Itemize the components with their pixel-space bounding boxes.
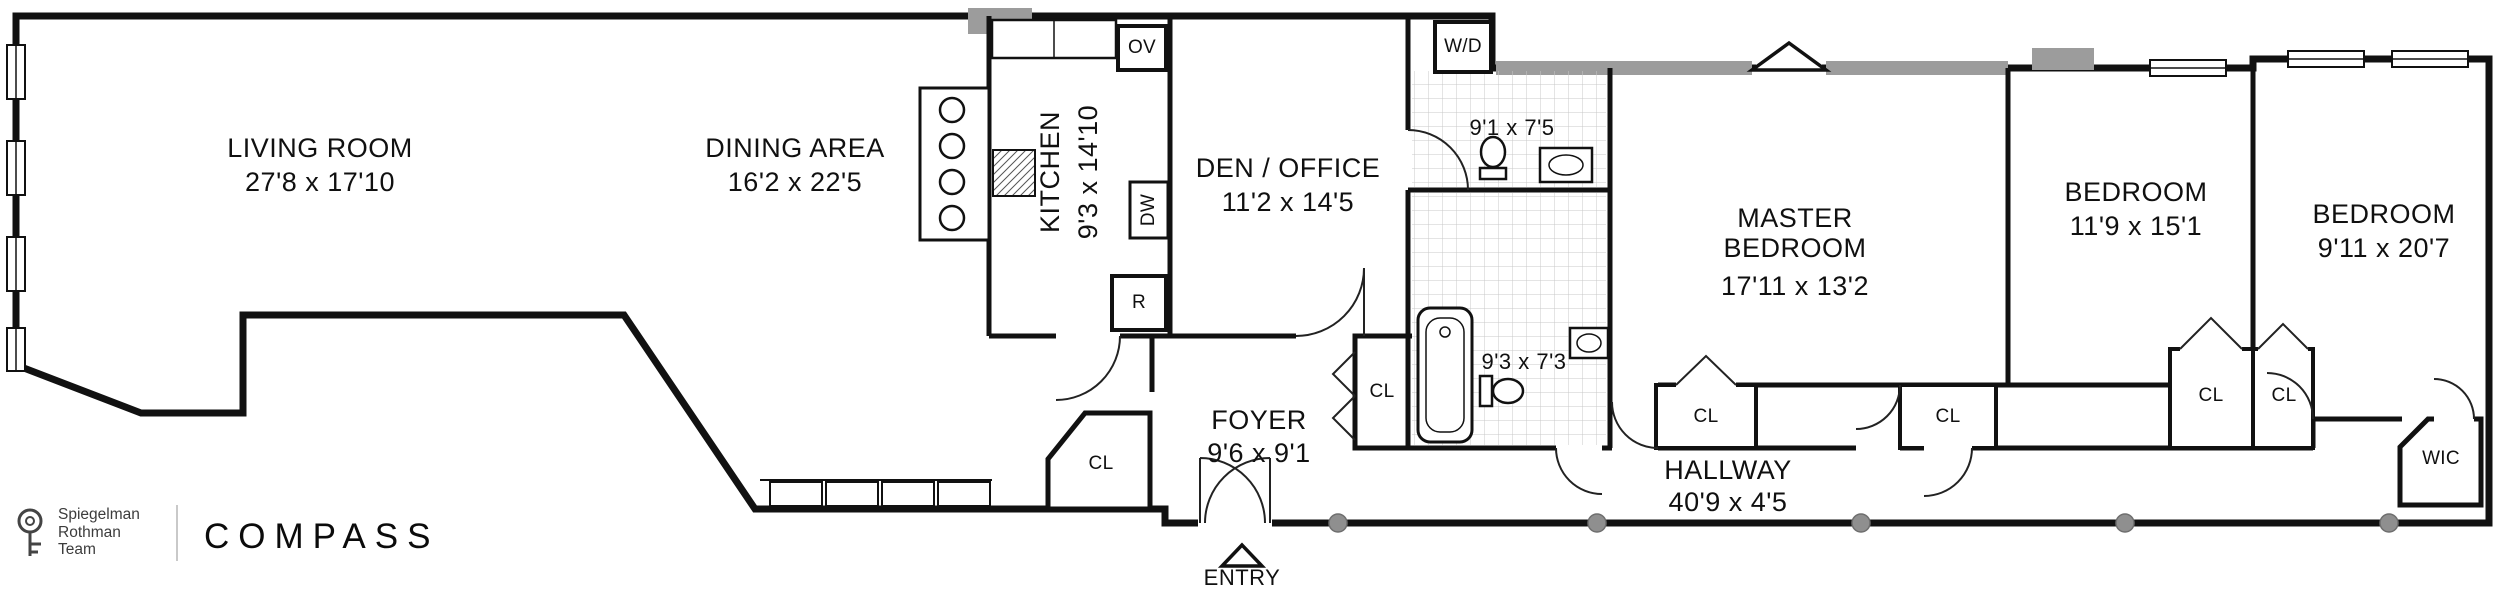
- room-dims-master: 17'11 x 13'2: [1721, 271, 1869, 301]
- dishwasher-box: [1128, 180, 1170, 240]
- toilet-icon: [1478, 135, 1508, 181]
- window-icons-top: [1746, 40, 2469, 77]
- closet-label: CL: [1693, 406, 1719, 427]
- room-label-foyer: FOYER: [1211, 405, 1307, 435]
- closet-label: CL: [2198, 385, 2224, 406]
- entry-arrow-icon: [1217, 542, 1267, 568]
- room-dims-kitchen: 9'3 x 14'10: [1073, 104, 1103, 240]
- room-label-living: LIVING ROOM: [227, 133, 413, 163]
- brand-divider: [176, 505, 178, 561]
- kitchen-fixtures: [918, 18, 1170, 332]
- compass-wordmark: COMPASS: [204, 517, 440, 556]
- room-label-bedroom-2: BEDROOM: [2064, 177, 2208, 207]
- oven-label: OV: [1127, 37, 1157, 58]
- room-dims-dining: 16'2 x 22'5: [727, 167, 863, 197]
- cooktop-burners-icon: [938, 96, 966, 232]
- team-name-line: Rothman: [58, 523, 121, 541]
- oven-box: [1116, 24, 1168, 72]
- room-label-hallway: HALLWAY: [1664, 455, 1792, 485]
- team-name-line: Spiegelman: [58, 506, 140, 523]
- team-name-line: Team: [58, 541, 96, 558]
- range-icon: [992, 149, 1036, 197]
- toilet-icon: [1478, 374, 1525, 408]
- closet-label: CL: [1935, 406, 1961, 427]
- sink-icon: [1538, 146, 1594, 184]
- wic-label: WIC: [2422, 448, 2460, 469]
- room-dims-living: 27'8 x 17'10: [245, 167, 395, 197]
- dishwasher-label: DW: [1138, 193, 1159, 227]
- room-dims-den: 11'2 x 14'5: [1221, 187, 1355, 217]
- room-label-dining: DINING AREA: [705, 133, 885, 163]
- washer-dryer-label: W/D: [1444, 36, 1482, 57]
- room-label-kitchen: KITCHEN: [1035, 110, 1065, 234]
- closet-boxes: [1045, 20, 2484, 512]
- room-dims-foyer: 9'6 x 9'1: [1207, 438, 1311, 468]
- room-label-bedroom-3: BEDROOM: [2312, 199, 2456, 229]
- sink-icon: [1568, 326, 1610, 360]
- refrigerator-box: [1110, 274, 1168, 332]
- room-dims-hallway: 40'9 x 4'5: [1668, 487, 1788, 517]
- room-dims-bathroom-1: 9'1 x 7'5: [1469, 115, 1555, 140]
- refrigerator-label: R: [1131, 292, 1147, 313]
- team-name: Spiegelman Rothman Team: [58, 506, 140, 559]
- key-logo-icon: [17, 508, 43, 556]
- window-icons-left: [6, 44, 26, 372]
- room-dims-bathroom-2: 9'3 x 7'3: [1481, 349, 1567, 374]
- column-dots: [1328, 513, 2399, 533]
- room-label-den: DEN / OFFICE: [1195, 153, 1381, 183]
- closet-label: CL: [1088, 453, 1114, 474]
- door-swing-arcs: [1055, 129, 2475, 524]
- room-dims-bedroom-2: 11'9 x 15'1: [2069, 211, 2203, 241]
- closet-label: CL: [1369, 381, 1395, 402]
- door-gaps: [1198, 344, 2474, 531]
- room-dims-bedroom-3: 9'11 x 20'7: [2317, 233, 2451, 263]
- closet-label: CL: [2271, 385, 2297, 406]
- window-seat: [760, 479, 992, 507]
- bathroom-fixtures: [1416, 135, 1610, 444]
- room-label-master: MASTER BEDROOM: [1723, 203, 1867, 263]
- entry-label: ENTRY: [1203, 565, 1281, 590]
- bathtub-icon: [1416, 306, 1474, 444]
